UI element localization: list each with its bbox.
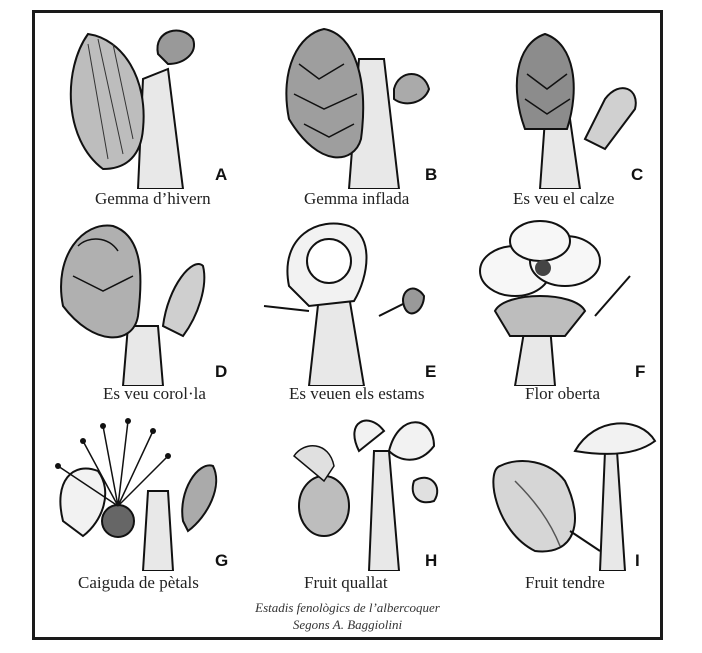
young-fruit-drawing	[455, 411, 661, 571]
stage-caption-f: Flor oberta	[525, 384, 600, 404]
stamens-visible-drawing	[249, 216, 455, 386]
stage-letter-a: A	[215, 165, 227, 185]
stage-letter-f: F	[635, 362, 645, 382]
calyx-visible-drawing	[455, 19, 661, 189]
stage-letter-e: E	[425, 362, 436, 382]
stage-letter-g: G	[215, 551, 228, 571]
stage-caption-i: Fruit tendre	[525, 573, 605, 593]
corolla-visible-drawing	[43, 216, 249, 386]
stage-caption-a: Gemma d’hivern	[95, 189, 211, 209]
figure-credits: Estadis fenològics de l’albercoquer Sego…	[35, 599, 660, 633]
open-flower-drawing	[455, 216, 661, 386]
winter-bud-drawing	[43, 19, 249, 189]
stage-panel-e: E Es veuen els estams	[249, 216, 455, 416]
swollen-bud-drawing	[249, 19, 455, 189]
stage-panel-i: I Fruit tendre	[455, 411, 661, 611]
stage-panel-a: A Gemma d’hivern	[43, 19, 249, 219]
stage-panel-g: G Caiguda de pètals	[43, 411, 249, 611]
petal-fall-drawing	[43, 411, 249, 571]
stage-caption-c: Es veu el calze	[513, 189, 614, 209]
stage-panel-h: H Fruit quallat	[249, 411, 455, 611]
stage-caption-g: Caiguda de pètals	[78, 573, 199, 593]
stage-panel-c: C Es veu el calze	[455, 19, 661, 219]
stage-caption-b: Gemma inflada	[304, 189, 409, 209]
stage-panel-f: F Flor oberta	[455, 216, 661, 416]
stage-letter-d: D	[215, 362, 227, 382]
credits-title: Estadis fenològics de l’albercoquer	[35, 599, 660, 616]
stage-letter-c: C	[631, 165, 643, 185]
illustration-frame: A Gemma d’hivern B Gemma inflada C Es ve…	[32, 10, 663, 640]
stage-letter-i: I	[635, 551, 640, 571]
stage-caption-h: Fruit quallat	[304, 573, 388, 593]
stage-caption-d: Es veu corol·la	[103, 384, 206, 404]
stage-caption-e: Es veuen els estams	[289, 384, 425, 404]
stage-panel-b: B Gemma inflada	[249, 19, 455, 219]
stage-letter-b: B	[425, 165, 437, 185]
stage-panel-d: D Es veu corol·la	[43, 216, 249, 416]
stage-letter-h: H	[425, 551, 437, 571]
credits-author: Segons A. Baggiolini	[35, 616, 660, 633]
fruit-set-drawing	[249, 411, 455, 571]
